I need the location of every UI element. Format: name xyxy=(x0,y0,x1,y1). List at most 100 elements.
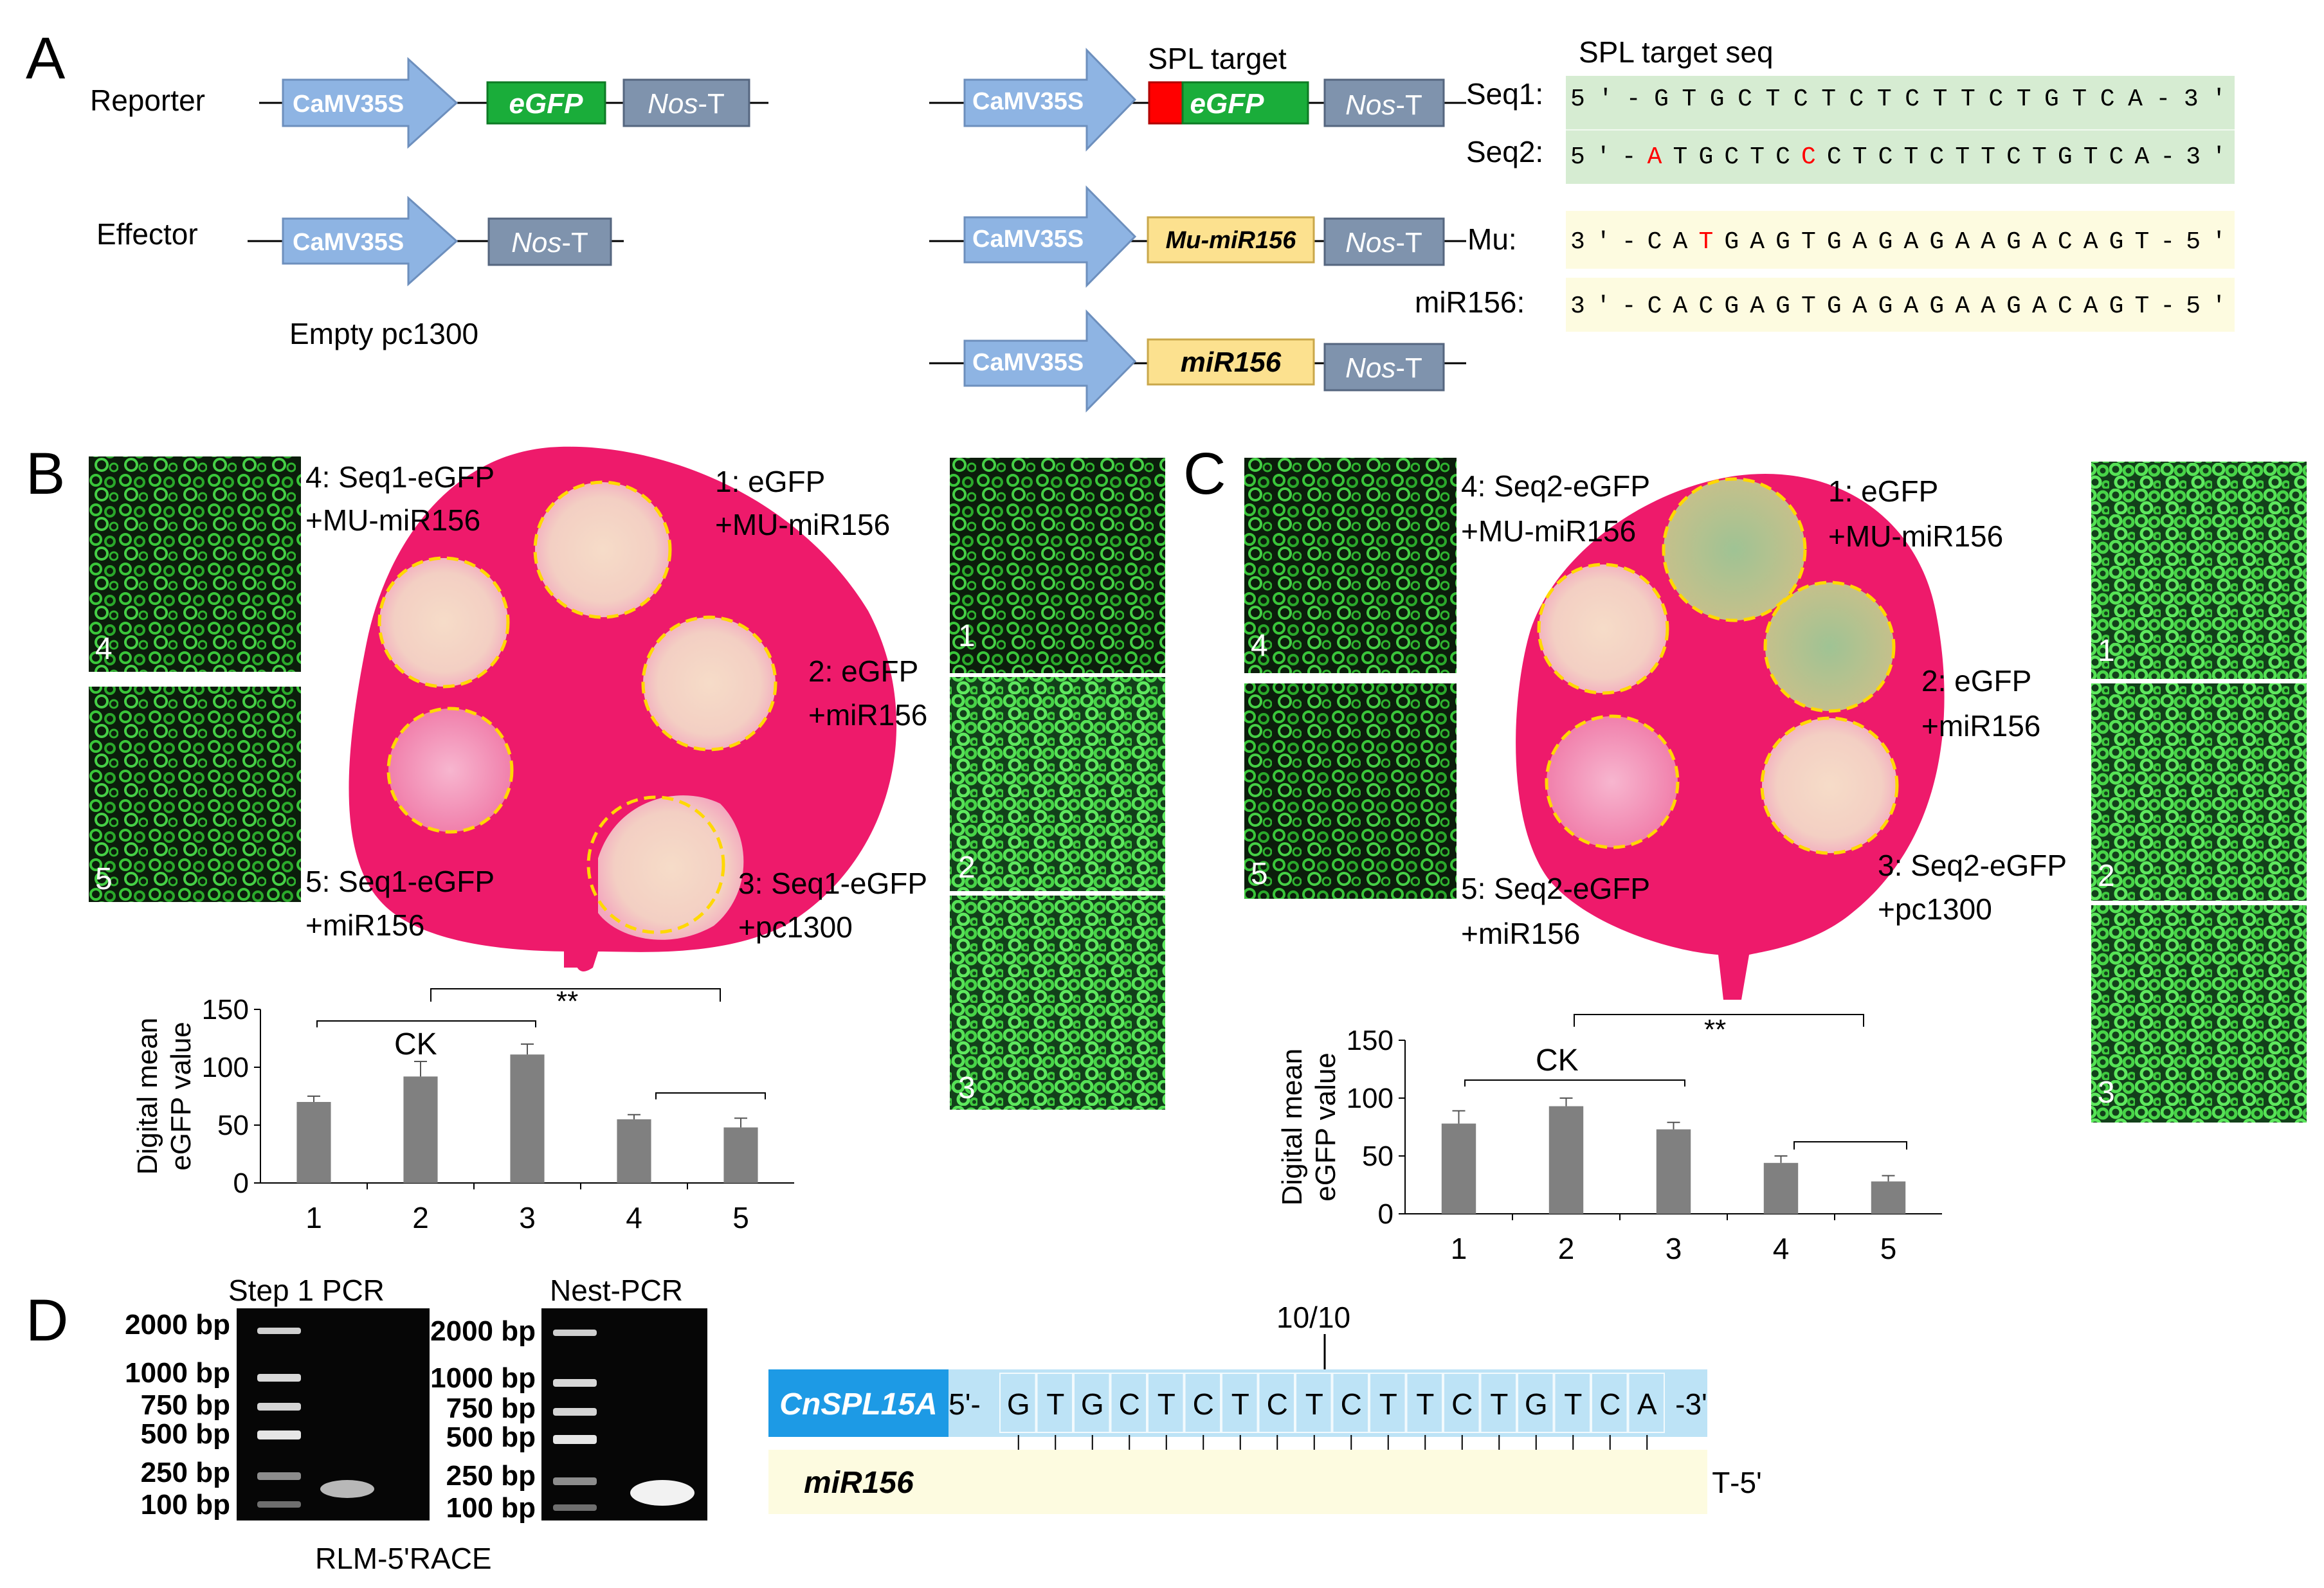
svg-text:1: 1 xyxy=(958,619,976,653)
svg-text:250 bp: 250 bp xyxy=(141,1457,230,1488)
promoter-arrow: CaMV35S xyxy=(963,309,1137,413)
mirna-base: T xyxy=(1712,1466,1730,1499)
mir156-seq-background xyxy=(1566,278,2235,332)
gel-image xyxy=(541,1308,707,1520)
infiltrated-leaf xyxy=(349,446,897,971)
target-base-cell xyxy=(1184,1373,1221,1433)
gene-label-box: CnSPL15A xyxy=(768,1369,949,1437)
micrograph-thumbnail: 4 xyxy=(89,456,301,672)
target-base: T xyxy=(1157,1387,1176,1421)
terminator-box: Nos-T xyxy=(1323,343,1445,392)
spot-3-label: 3: Seq2-eGFP xyxy=(1878,849,2067,882)
svg-text:eGFP: eGFP xyxy=(1190,88,1265,120)
svg-text:750 bp: 750 bp xyxy=(446,1393,536,1424)
bar xyxy=(1871,1181,1906,1214)
mir156-seq-strip xyxy=(768,1450,1707,1514)
promoter-arrow: CaMV35S xyxy=(282,195,458,287)
svg-text:3: 3 xyxy=(958,1071,976,1105)
x-tick-label: 2 xyxy=(412,1201,429,1234)
spot-2-label-line2: +miR156 xyxy=(808,698,927,732)
y-tick-label: 150 xyxy=(1347,1025,1393,1056)
top-strand-prefix: 5'- xyxy=(949,1387,981,1421)
micrograph-thumbnail: 5 xyxy=(89,687,301,902)
svg-text:3: 3 xyxy=(2098,1076,2115,1110)
bar xyxy=(1441,1123,1476,1214)
target-base-cell xyxy=(1073,1373,1111,1433)
x-tick-label: 5 xyxy=(732,1201,749,1234)
target-base-cell xyxy=(1147,1373,1185,1433)
spot-4-label-line2: +MU-miR156 xyxy=(305,503,480,537)
svg-text:5: 5 xyxy=(95,862,113,896)
spot-5-label: 5: Seq2-eGFP xyxy=(1461,872,1650,905)
x-tick-label: 2 xyxy=(1558,1232,1575,1265)
target-base: A xyxy=(1637,1387,1657,1421)
target-base: T xyxy=(1490,1387,1508,1421)
seq2-label: Seq2: xyxy=(1466,135,1543,168)
terminator-box: Nos-T xyxy=(1323,217,1445,266)
spot-3-label: 3: Seq1-eGFP xyxy=(738,867,927,900)
svg-text:CaMV35S: CaMV35S xyxy=(972,226,1084,253)
spot-1-label-line2: +MU-miR156 xyxy=(715,508,890,541)
svg-text:Mu-miR156: Mu-miR156 xyxy=(1166,227,1297,254)
top-strand-suffix: -3' xyxy=(1675,1387,1707,1421)
micrograph-thumbnail: 1 xyxy=(2091,462,2307,679)
mir156-alignment-label: miR156 xyxy=(804,1466,914,1500)
target-base: G xyxy=(1007,1387,1030,1421)
svg-text:Nos-T: Nos-T xyxy=(1345,89,1422,121)
svg-text:CaMV35S: CaMV35S xyxy=(293,229,404,256)
panel-c-letter: C xyxy=(1183,441,1226,507)
target-base: T xyxy=(1231,1387,1249,1421)
svg-text:Nos-T: Nos-T xyxy=(1345,227,1422,258)
egfp-box: eGFP xyxy=(486,81,606,125)
target-base-cell xyxy=(1258,1373,1295,1433)
y-tick-label: 100 xyxy=(202,1052,249,1083)
svg-text:750 bp: 750 bp xyxy=(141,1389,230,1421)
panel-a-letter: A xyxy=(26,26,66,91)
nest-pcr-label: Nest-PCR xyxy=(550,1274,683,1307)
svg-text:Nos-T: Nos-T xyxy=(511,227,588,258)
spot-3-label-line2: +pc1300 xyxy=(1878,892,1992,926)
target-base: C xyxy=(1193,1387,1214,1421)
bar xyxy=(510,1054,545,1183)
micrograph-thumbnail: 1 xyxy=(950,458,1165,673)
bottom-strand-suffix: -5' xyxy=(1730,1466,1762,1499)
target-base-cell xyxy=(999,1373,1037,1433)
egfp-box: eGFP xyxy=(1181,81,1309,125)
target-base: C xyxy=(1267,1387,1288,1421)
gel-image xyxy=(237,1308,430,1520)
micrograph-thumbnail: 3 xyxy=(950,896,1165,1110)
target-base: T xyxy=(1305,1387,1323,1421)
mu-mir156-box: Mu-miR156 xyxy=(1147,216,1315,264)
svg-text:CaMV35S: CaMV35S xyxy=(293,91,404,118)
svg-text:5: 5 xyxy=(1251,857,1268,891)
panel-d-letter: D xyxy=(26,1288,68,1353)
spot-1-label-line2: +MU-miR156 xyxy=(1828,519,2003,553)
svg-text:eGFP: eGFP xyxy=(509,88,584,120)
y-axis-label: Digital meaneGFP value xyxy=(132,1018,197,1175)
x-tick-label: 1 xyxy=(1451,1232,1467,1265)
target-base-cell xyxy=(1517,1373,1554,1433)
svg-text:1: 1 xyxy=(2098,634,2115,668)
promoter-arrow: CaMV35S xyxy=(963,48,1137,152)
x-tick-label: 3 xyxy=(1666,1232,1682,1265)
target-base-cell xyxy=(1295,1373,1332,1433)
spot-4-label: 4: Seq1-eGFP xyxy=(305,460,495,494)
micrograph-thumbnail: 4 xyxy=(1244,458,1457,673)
target-base: T xyxy=(1416,1387,1434,1421)
svg-text:CK: CK xyxy=(1536,1043,1579,1078)
target-base: C xyxy=(1119,1387,1140,1421)
target-base-cell xyxy=(1221,1373,1258,1433)
svg-text:CnSPL15A: CnSPL15A xyxy=(779,1387,937,1421)
spot-5-label-line2: +miR156 xyxy=(305,908,424,942)
target-base-cell xyxy=(1554,1373,1591,1433)
target-base: T xyxy=(1564,1387,1582,1421)
spl-target-seq-label: SPL target seq xyxy=(1579,35,1774,69)
svg-text:**: ** xyxy=(556,986,578,1017)
bar xyxy=(1656,1129,1691,1214)
spot-2-label: 2: eGFP xyxy=(1921,664,2031,698)
bar xyxy=(1548,1106,1584,1214)
svg-text:4: 4 xyxy=(1251,629,1268,663)
svg-text:500 bp: 500 bp xyxy=(446,1421,536,1453)
